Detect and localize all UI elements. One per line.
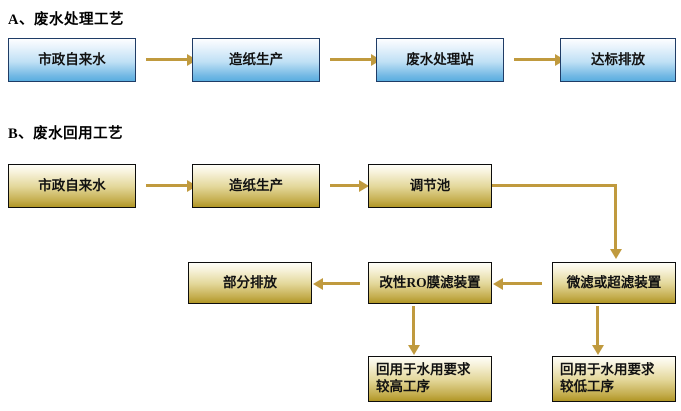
node-compliant-discharge[interactable]: 达标排放 [560,38,676,82]
section-b-title: B、废水回用工艺 [8,126,124,142]
node-wastewater-treatment-station[interactable]: 废水处理站 [376,38,504,82]
arrow-b5-to-b6 [313,277,360,290]
arrow-b1-to-b2 [146,179,197,192]
arrow-b2-to-b3 [330,179,369,192]
node-regulating-tank[interactable]: 调节池 [368,164,492,208]
arrow-a3-to-a4 [514,53,565,66]
node-modified-ro-membrane-unit[interactable]: 改性RO膜滤装置 [368,262,492,304]
section-a-title: A、废水处理工艺 [8,12,124,28]
node-paper-production-b[interactable]: 造纸生产 [192,164,320,208]
arrow-b4-to-b5 [493,277,542,290]
node-municipal-tap-water-a[interactable]: 市政自来水 [8,38,136,82]
node-paper-production-a[interactable]: 造纸生产 [192,38,320,82]
arrow-a1-to-a2 [146,53,197,66]
node-micro-or-ultra-filtration-unit[interactable]: 微滤或超滤装置 [552,262,676,304]
node-reuse-low-requirement-process[interactable]: 回用于水用要求 较低工序 [552,356,676,402]
arrow-a2-to-a3 [330,53,381,66]
node-municipal-tap-water-b[interactable]: 市政自来水 [8,164,136,208]
arrow-b5-to-b7 [407,306,420,355]
elbow-b3-to-b4-horizontal [492,184,617,187]
arrow-b4-to-b8 [591,306,604,355]
elbow-b3-to-b4-vertical [609,184,622,259]
node-reuse-high-requirement-process[interactable]: 回用于水用要求 较高工序 [368,356,492,402]
node-partial-discharge[interactable]: 部分排放 [188,262,312,304]
